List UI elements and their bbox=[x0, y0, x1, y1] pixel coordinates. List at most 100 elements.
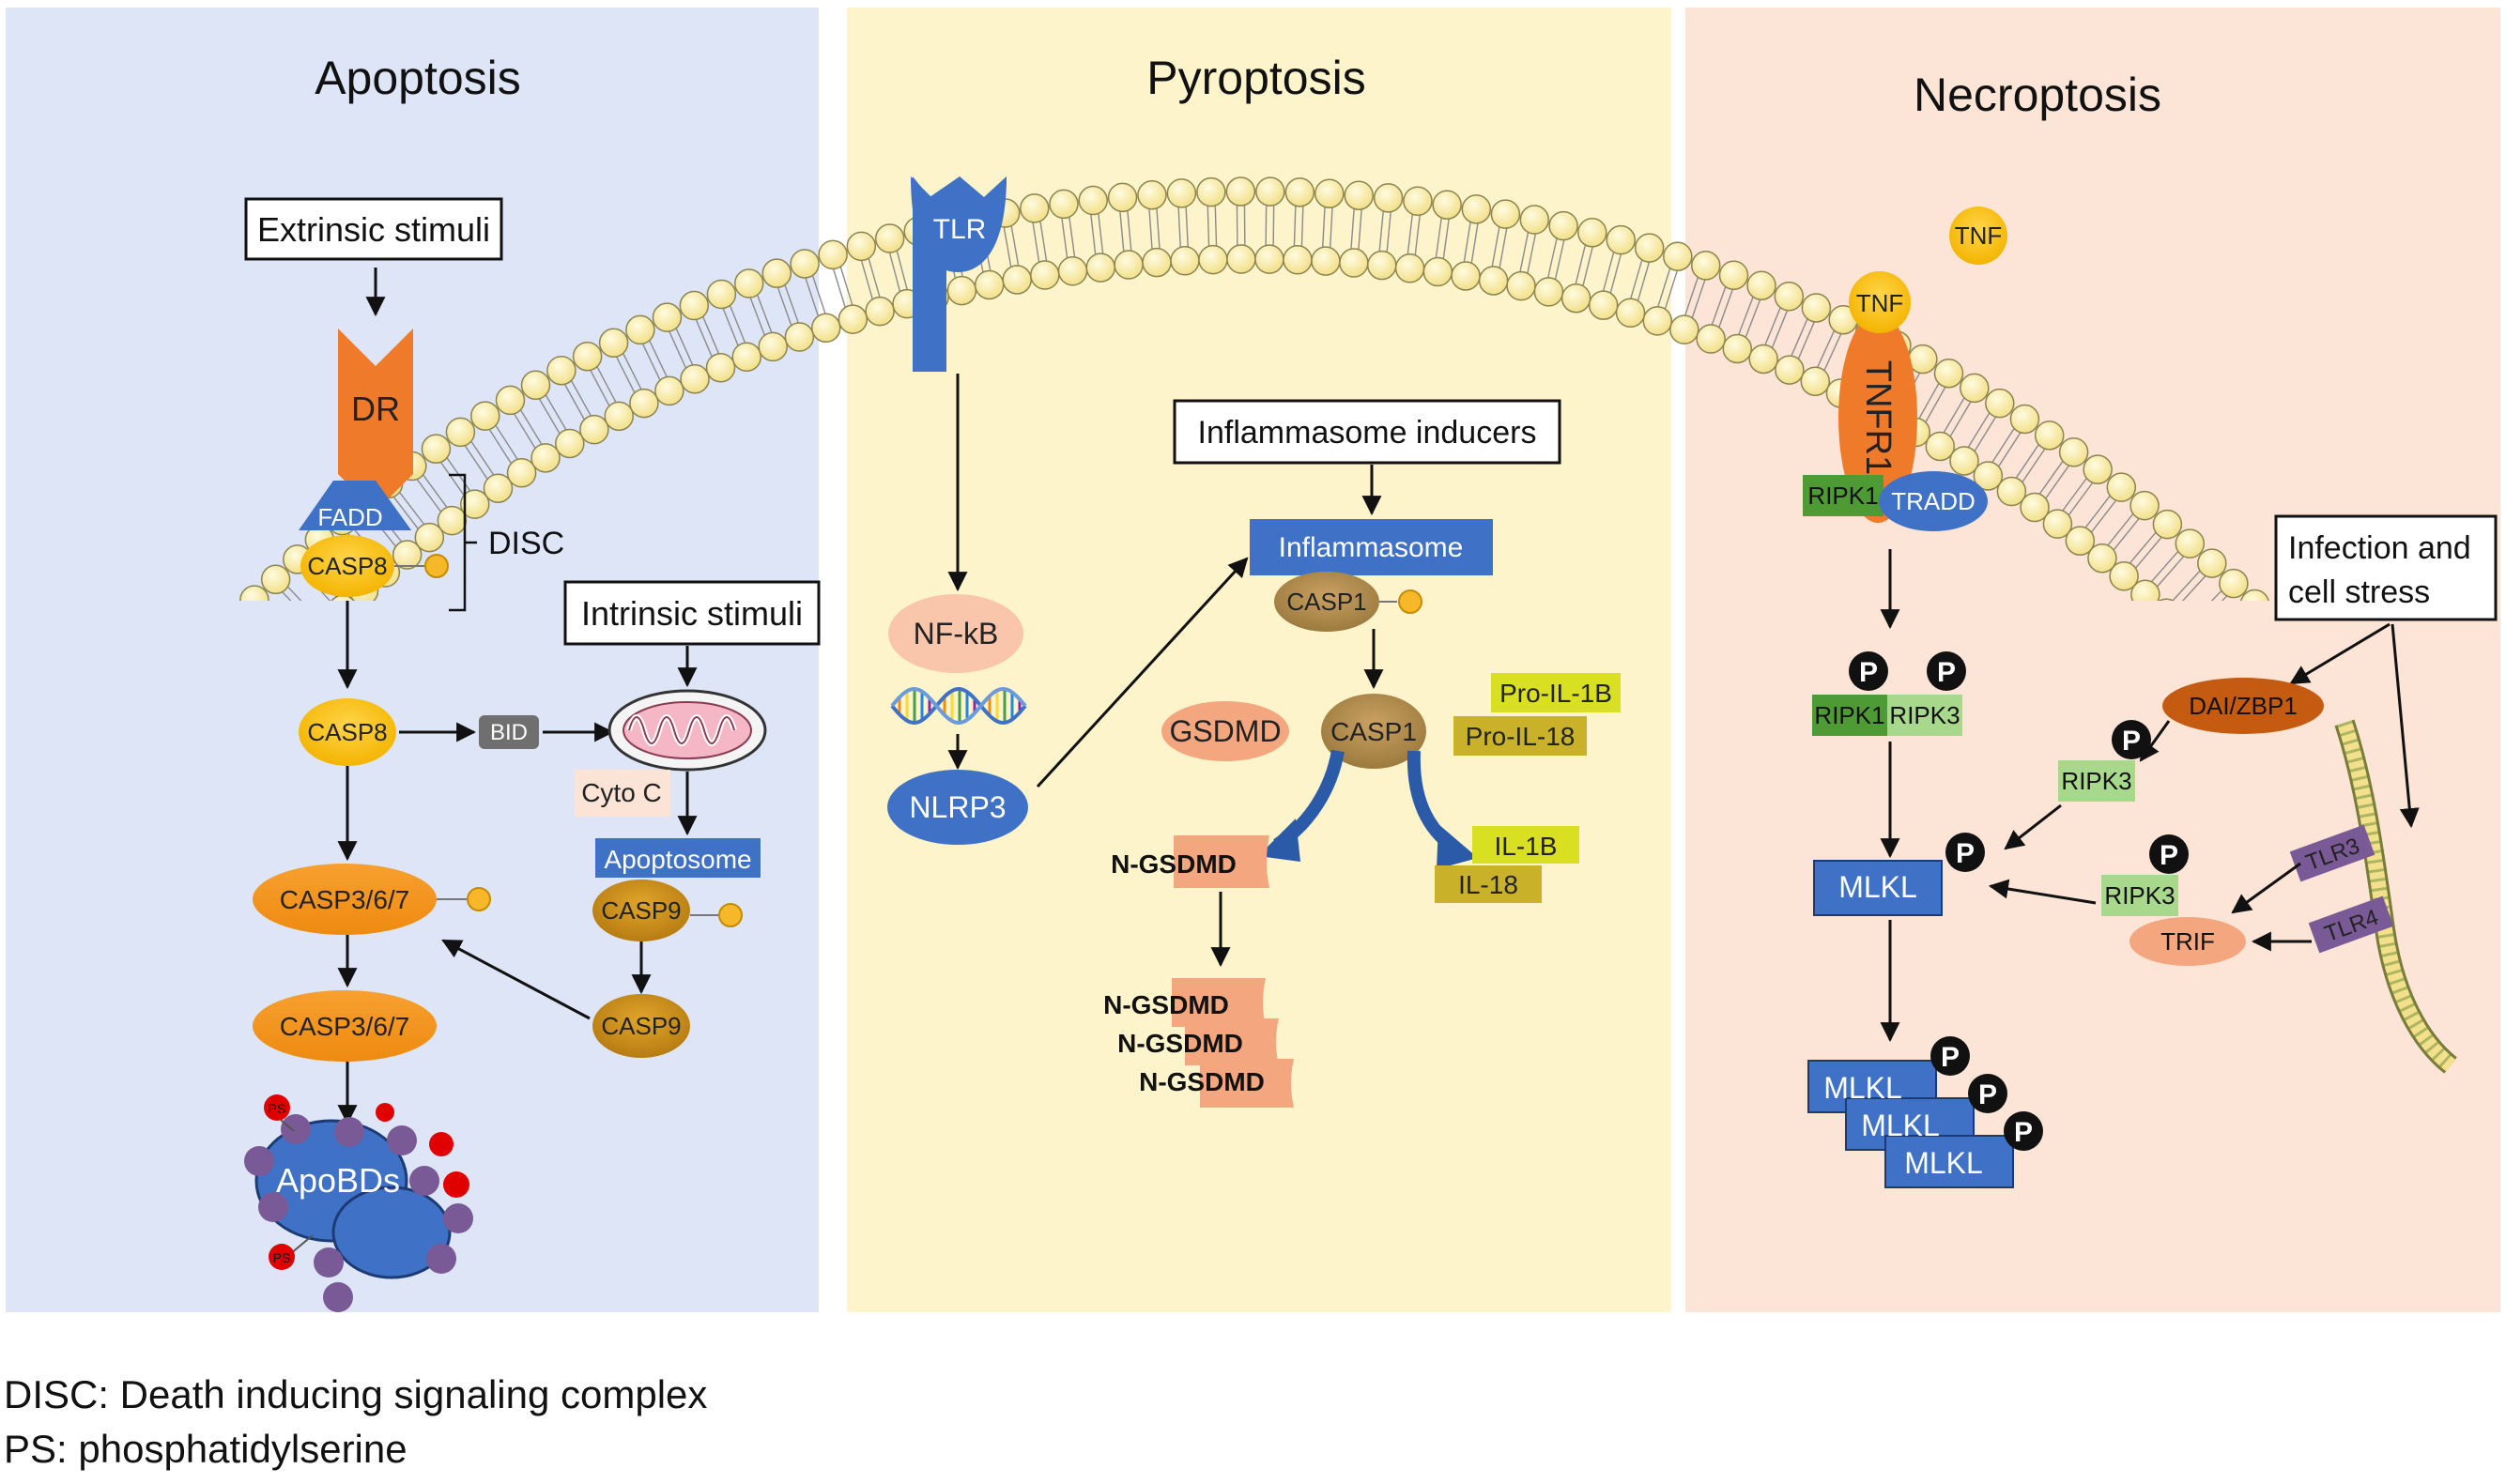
ripk1-p-label: RIPK1 bbox=[1814, 701, 1884, 729]
pro-il1b-box bbox=[1491, 673, 1621, 712]
il18-label: IL-18 bbox=[1458, 870, 1518, 899]
n-gsdmd-label: N-GSDMD bbox=[1111, 849, 1237, 879]
trif-label: TRIF bbox=[2160, 927, 2215, 956]
inflammasome-box bbox=[1250, 519, 1493, 575]
arrow-ripk3b-mlkl bbox=[2004, 803, 2062, 850]
curved-arrow-right-head bbox=[1437, 824, 1478, 869]
ripk3-c-box bbox=[2101, 875, 2178, 916]
infection-stress-label-1: Infection and bbox=[2288, 530, 2471, 566]
phospho-badge-circle bbox=[2004, 1111, 2043, 1151]
phospho-badge-circle bbox=[2112, 720, 2151, 759]
casp367-label-a: CASP3/6/7 bbox=[280, 885, 410, 914]
il18-box bbox=[1435, 865, 1542, 903]
pro-il18-label: Pro-IL-18 bbox=[1466, 722, 1576, 751]
tnf-bound-label: TNF bbox=[1856, 289, 1904, 317]
apoptosome-label: Apoptosome bbox=[604, 845, 751, 874]
extrinsic-stimuli-box bbox=[244, 197, 503, 261]
casp9-label-b: CASP9 bbox=[601, 1012, 681, 1040]
arrow-nlrp3-inflammasome bbox=[1036, 557, 1249, 788]
infection-stress-label-2: cell stress bbox=[2288, 574, 2430, 610]
arrow-tlr3-trif bbox=[2231, 862, 2301, 914]
bid-box bbox=[479, 715, 539, 749]
tnf-bound-circle bbox=[1849, 271, 1911, 333]
n-gsdmd-stack-shape-3 bbox=[1200, 1059, 1294, 1108]
arrow-stress-tlr3 bbox=[2391, 623, 2420, 829]
apoptosome-box bbox=[595, 838, 761, 878]
death-receptor-shape bbox=[338, 329, 413, 512]
casp8-ellipse bbox=[299, 698, 396, 766]
phospho-badge-circle bbox=[2149, 834, 2189, 874]
casp1-label-a: CASP1 bbox=[1286, 588, 1366, 616]
ripk1-box bbox=[1803, 475, 1883, 516]
legend-disc-definition: DISC: Death inducing signaling complex bbox=[4, 1372, 708, 1416]
pyroptosis-title: Pyroptosis bbox=[1146, 52, 1365, 104]
nfkb-ellipse bbox=[888, 594, 1023, 673]
casp367-prodomain-dot bbox=[467, 887, 491, 911]
necroptosis-pathway: TNF TNFR1 TNF RIPK1 TRADD RIPK1 RIPK3 In… bbox=[1803, 207, 2498, 1188]
mitochondrion-icon bbox=[607, 689, 767, 772]
casp9-ellipse-b bbox=[592, 994, 690, 1058]
arrow-stress-dai bbox=[2289, 622, 2391, 685]
tlr-label: TLR bbox=[933, 214, 987, 245]
gsdmd-label: GSDMD bbox=[1169, 714, 1281, 748]
apoptosis-title: Apoptosis bbox=[315, 52, 521, 104]
phospho-badge-circle bbox=[1849, 651, 1888, 691]
ripk1-p-box bbox=[1812, 695, 1887, 736]
nfkb-label: NF-kB bbox=[914, 617, 999, 650]
ps-label-2: PS bbox=[273, 1250, 291, 1265]
n-gsdmd-stack-label-3: N-GSDMD bbox=[1139, 1067, 1265, 1096]
necroptosis-title: Necroptosis bbox=[1914, 69, 2161, 121]
necroptosis-panel bbox=[1685, 8, 2500, 1312]
arrow-dai-ripk3 bbox=[2139, 720, 2171, 762]
tnfr1-label: TNFR1 bbox=[1858, 360, 1898, 475]
il1b-label: IL-1B bbox=[1495, 832, 1558, 861]
n-gsdmd-stack-label-1: N-GSDMD bbox=[1103, 990, 1229, 1019]
tnf-free-label: TNF bbox=[1955, 222, 2003, 250]
casp8-prodomain-dot bbox=[424, 554, 449, 578]
disc-label: DISC bbox=[488, 526, 564, 561]
casp367-label-b: CASP3/6/7 bbox=[280, 1012, 410, 1041]
ripk3-c-label: RIPK3 bbox=[2104, 881, 2175, 910]
bid-label: BID bbox=[490, 720, 528, 745]
tradd-ellipse bbox=[1879, 471, 1988, 531]
gsdmd-ellipse bbox=[1161, 701, 1289, 761]
ps-label-1: PS bbox=[269, 1101, 286, 1116]
inflammasome-label: Inflammasome bbox=[1279, 532, 1464, 563]
extrinsic-stimuli-label: Extrinsic stimuli bbox=[257, 210, 490, 249]
cyto-c-box bbox=[575, 770, 670, 817]
apoptosis-pathway: Extrinsic stimuli DR FADD CASP8 DISC CAS… bbox=[244, 197, 821, 1312]
casp8-disc-ellipse bbox=[300, 535, 394, 597]
ripk3-p-box bbox=[1887, 695, 1962, 736]
ripk1-label: RIPK1 bbox=[1807, 482, 1878, 510]
tlr-cup-shape bbox=[911, 176, 1007, 272]
apobds-label: ApoBDs bbox=[276, 1161, 400, 1200]
dr-label: DR bbox=[351, 390, 400, 428]
phospho-badge-label: P bbox=[1978, 1079, 1997, 1110]
inflammasome-inducers-box bbox=[1173, 399, 1561, 465]
nlrp3-label: NLRP3 bbox=[909, 790, 1006, 824]
n-gsdmd-stack-label-2: N-GSDMD bbox=[1117, 1029, 1243, 1058]
phospho-badge-circle bbox=[1927, 651, 1966, 691]
casp8-disc-label: CASP8 bbox=[307, 552, 387, 580]
casp1-label-b: CASP1 bbox=[1330, 717, 1417, 746]
intrinsic-stimuli-label: Intrinsic stimuli bbox=[581, 594, 803, 633]
casp1-prodomain-dot bbox=[1398, 589, 1422, 614]
casp367-ellipse-b bbox=[253, 990, 437, 1062]
fadd-label: FADD bbox=[317, 503, 382, 531]
ripk3-b-label: RIPK3 bbox=[2061, 767, 2131, 795]
n-gsdmd-shape bbox=[1174, 835, 1269, 888]
mlkl-stack-label-3: MLKL bbox=[1904, 1146, 1983, 1180]
phospho-badge-label: P bbox=[2122, 726, 2141, 757]
mlkl-stack-label-2: MLKL bbox=[1861, 1109, 1940, 1142]
arrow-ripk3c-mlkl bbox=[1988, 879, 2097, 905]
phospho-badge-label: P bbox=[1937, 657, 1956, 688]
legend-ps-definition: PS: phosphatidylserine bbox=[4, 1427, 407, 1471]
mlkl-stack-box-3 bbox=[1884, 1135, 2014, 1188]
casp367-ellipse-a bbox=[253, 864, 437, 935]
phospho-badge-circle bbox=[1945, 833, 1985, 872]
ripk3-p-label: RIPK3 bbox=[1889, 701, 1960, 729]
dai-zbp1-ellipse bbox=[2162, 678, 2324, 734]
tlr3-box bbox=[2289, 824, 2375, 882]
apoptotic-bodies-cluster bbox=[244, 1094, 473, 1312]
